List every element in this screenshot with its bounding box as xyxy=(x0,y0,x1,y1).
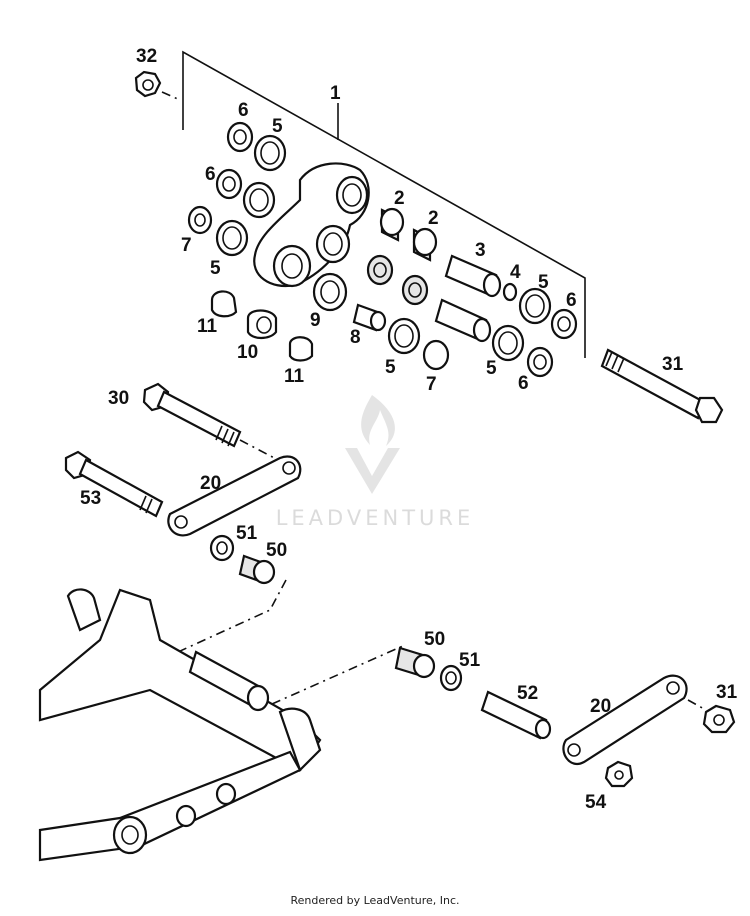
callout-51a: 51 xyxy=(236,523,258,544)
callout-5d: 5 xyxy=(385,357,396,378)
bolt-53 xyxy=(64,450,164,518)
callout-10: 10 xyxy=(237,342,258,363)
watermark-text: LEADVENTURE xyxy=(276,506,475,530)
leader-32 xyxy=(161,91,181,101)
swingarm-frame xyxy=(38,588,322,862)
callout-5a: 5 xyxy=(272,116,283,137)
link-rod-20-upper xyxy=(167,455,302,537)
callout-6a: 6 xyxy=(238,100,249,121)
callout-52: 52 xyxy=(517,683,538,704)
callout-20a: 20 xyxy=(200,473,221,494)
callout-7b: 7 xyxy=(426,374,437,395)
collar-51-bearing-50-upper xyxy=(209,534,276,585)
callout-31b: 31 xyxy=(716,682,738,703)
callout-5c: 5 xyxy=(538,272,549,293)
callout-1: 1 xyxy=(330,83,341,104)
watermark-v-icon xyxy=(345,448,400,494)
watermark-flame-icon xyxy=(361,395,395,446)
callout-6d: 6 xyxy=(518,373,529,394)
rocker-arm xyxy=(253,162,370,288)
bushings-lower xyxy=(210,272,387,362)
callout-51b: 51 xyxy=(459,650,481,671)
leader-30 xyxy=(239,439,283,463)
bolt-30 xyxy=(142,382,242,448)
callout-3: 3 xyxy=(475,240,486,261)
nut-32 xyxy=(134,70,162,98)
callout-5b: 5 xyxy=(210,258,221,279)
callout-2b: 2 xyxy=(428,208,439,229)
leader-31-lower xyxy=(687,699,707,711)
spacer-sleeves xyxy=(434,254,518,343)
seals-left-column xyxy=(187,121,287,257)
callout-31a: 31 xyxy=(662,354,684,375)
callout-50b: 50 xyxy=(424,629,445,650)
watermark: LEADVENTURE xyxy=(276,395,475,530)
needle-bearings-2 xyxy=(366,207,438,306)
callout-50a: 50 xyxy=(266,540,287,561)
callout-8: 8 xyxy=(350,327,361,348)
callout-7a: 7 xyxy=(181,235,192,256)
seals-right xyxy=(387,287,578,378)
nut-54 xyxy=(604,760,634,788)
callout-5e: 5 xyxy=(486,358,497,379)
callout-4: 4 xyxy=(510,262,521,283)
callout-9: 9 xyxy=(310,310,321,331)
assembly-bracket xyxy=(182,50,586,358)
lower-bushing-set xyxy=(394,646,552,740)
callout-2a: 2 xyxy=(394,188,405,209)
callout-54: 54 xyxy=(585,792,607,813)
callout-6b: 6 xyxy=(205,164,216,185)
bolt-31 xyxy=(600,348,724,424)
callout-32: 32 xyxy=(136,46,157,67)
link-rod-20-lower xyxy=(562,674,688,765)
callout-30: 30 xyxy=(108,388,129,409)
callout-11b: 11 xyxy=(284,366,305,387)
callout-20b: 20 xyxy=(590,696,611,717)
nut-31-lower xyxy=(702,704,736,734)
callout-6c: 6 xyxy=(566,290,577,311)
callout-53: 53 xyxy=(80,488,101,509)
leader-50-frame xyxy=(177,579,287,653)
footer-credit: Rendered by LeadVenture, Inc. xyxy=(290,894,460,907)
leader-50-52 xyxy=(271,644,406,705)
callout-11a: 11 xyxy=(197,316,218,337)
